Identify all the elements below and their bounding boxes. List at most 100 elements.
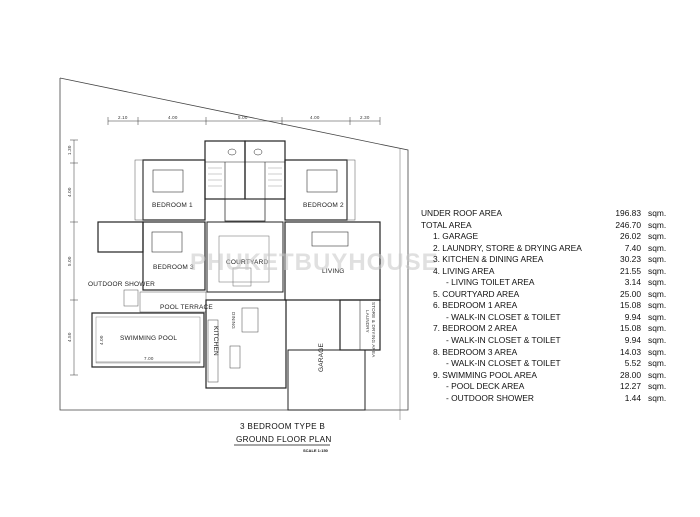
area-table-row: TOTAL AREA 246.70 sqm.	[421, 220, 681, 232]
dim-top-1: 2.10	[118, 115, 128, 120]
area-unit: sqm.	[648, 219, 667, 230]
label-bedroom-2: BEDROOM 2	[303, 202, 344, 209]
bed-3	[151, 231, 183, 253]
label-pool-terrace: POOL TERRACE	[160, 304, 213, 311]
area-label: - WALK-IN CLOSET & TOILET	[446, 311, 561, 322]
bedroom-2-outline	[284, 159, 348, 221]
dining-table	[241, 307, 259, 333]
area-unit: sqm.	[648, 254, 667, 265]
area-unit: sqm.	[648, 277, 667, 288]
area-value: 25.00	[620, 288, 641, 299]
area-value: 3.14	[624, 277, 641, 288]
area-unit: sqm.	[648, 381, 667, 392]
area-label: - WALK-IN CLOSET & TOILET	[446, 358, 561, 369]
dim-pool-depth: 4.00	[99, 335, 104, 345]
plan-scale: SCALE 1:150	[303, 448, 329, 453]
area-unit: sqm.	[648, 358, 667, 369]
dim-pool-width: 7.00	[144, 356, 154, 361]
living-outline	[284, 221, 381, 301]
area-table-row: - POOL DECK AREA 12.27 sqm.	[421, 381, 681, 393]
property-boundary	[59, 77, 409, 411]
area-unit: sqm.	[648, 392, 667, 403]
area-unit: sqm.	[648, 346, 667, 357]
area-value: 12.27	[620, 381, 641, 392]
garage-outline	[287, 349, 366, 411]
area-value: 9.94	[624, 311, 641, 322]
courtyard-inner	[218, 235, 270, 283]
area-value: 1.44	[624, 392, 641, 403]
area-value: 15.08	[620, 323, 641, 334]
top-dimension-line	[107, 117, 381, 125]
label-outdoor-shower: OUTDOOR SHOWER	[88, 281, 155, 288]
area-label: UNDER ROOF AREA	[421, 208, 502, 218]
area-value: 196.83	[615, 208, 641, 218]
area-value: 30.23	[620, 254, 641, 265]
dim-left-1: 1.30	[67, 145, 72, 155]
area-label: 7. BEDROOM 2 AREA	[433, 323, 518, 334]
swimming-pool-inner	[95, 316, 201, 364]
area-unit: sqm.	[648, 288, 667, 299]
left-dimension-line	[70, 139, 78, 376]
area-value: 28.00	[620, 369, 641, 380]
dim-top-5: 2.30	[360, 115, 370, 120]
area-unit: sqm.	[648, 335, 667, 346]
area-unit: sqm.	[648, 369, 667, 380]
area-label: 1. GARAGE	[433, 231, 479, 242]
label-swimming-pool: SWIMMING POOL	[120, 335, 177, 342]
dim-top-2: 4.00	[168, 115, 178, 120]
dim-top-3: 5.00	[238, 115, 248, 120]
area-unit: sqm.	[648, 242, 667, 253]
area-value: 246.70	[615, 219, 641, 230]
area-table-row: - WALK-IN CLOSET & TOILET 5.52 sqm.	[421, 358, 681, 370]
area-value: 26.02	[620, 231, 641, 242]
courtyard-outline	[206, 221, 284, 293]
area-label: 6. BEDROOM 1 AREA	[433, 300, 518, 311]
area-label: - POOL DECK AREA	[446, 381, 525, 392]
plan-title-line-1: 3 BEDROOM TYPE B	[240, 422, 325, 431]
label-kitchen: KITCHEN	[212, 326, 219, 356]
label-store-drying: STORE & DRYING AREA	[371, 302, 376, 357]
label-courtyard: COURTYARD	[226, 259, 268, 266]
label-bedroom-1: BEDROOM 1	[152, 202, 193, 209]
bedroom-1-terrace	[134, 159, 144, 221]
dim-left-4: 4.50	[67, 332, 72, 342]
kitchen-outline	[205, 299, 287, 389]
area-unit: sqm.	[648, 323, 667, 334]
bedroom-3-toilet	[97, 221, 144, 253]
label-dining: DINING	[231, 312, 236, 329]
area-label: TOTAL AREA	[421, 219, 472, 230]
area-label: 3. KITCHEN & DINING AREA	[433, 254, 544, 265]
area-value: 21.55	[620, 265, 641, 276]
area-label: 2. LAUNDRY, STORE & DRYING AREA	[433, 242, 582, 253]
closet-shelving	[208, 167, 282, 187]
dim-top-4: 4.00	[310, 115, 320, 120]
area-value: 15.08	[620, 300, 641, 311]
area-label: - OUTDOOR SHOWER	[446, 392, 534, 403]
dim-left-2: 4.00	[67, 187, 72, 197]
area-table-row: 6. BEDROOM 1 AREA 15.08 sqm.	[421, 300, 681, 312]
bed-2	[306, 169, 338, 193]
courtyard-feature	[232, 267, 252, 287]
area-unit: sqm.	[648, 208, 667, 218]
bed-1	[152, 169, 184, 193]
bedroom-1-outline	[142, 159, 206, 221]
area-unit: sqm.	[648, 300, 667, 311]
area-value: 5.52	[624, 358, 641, 369]
area-table: UNDER ROOF AREA 196.83 sqm. TOTAL AREA 246.7…	[421, 208, 681, 404]
area-table-row: 7. BEDROOM 2 AREA 15.08 sqm.	[421, 323, 681, 335]
walk-in-closets	[204, 140, 286, 200]
area-table-row: UNDER ROOF AREA 196.83 sqm.	[421, 208, 681, 220]
swimming-pool-outline	[91, 312, 205, 368]
area-value: 7.40	[624, 242, 641, 253]
plan-title-line-2: GROUND FLOOR PLAN	[236, 435, 332, 444]
dim-left-3: 5.00	[67, 256, 72, 266]
outdoor-shower-area	[123, 289, 139, 307]
